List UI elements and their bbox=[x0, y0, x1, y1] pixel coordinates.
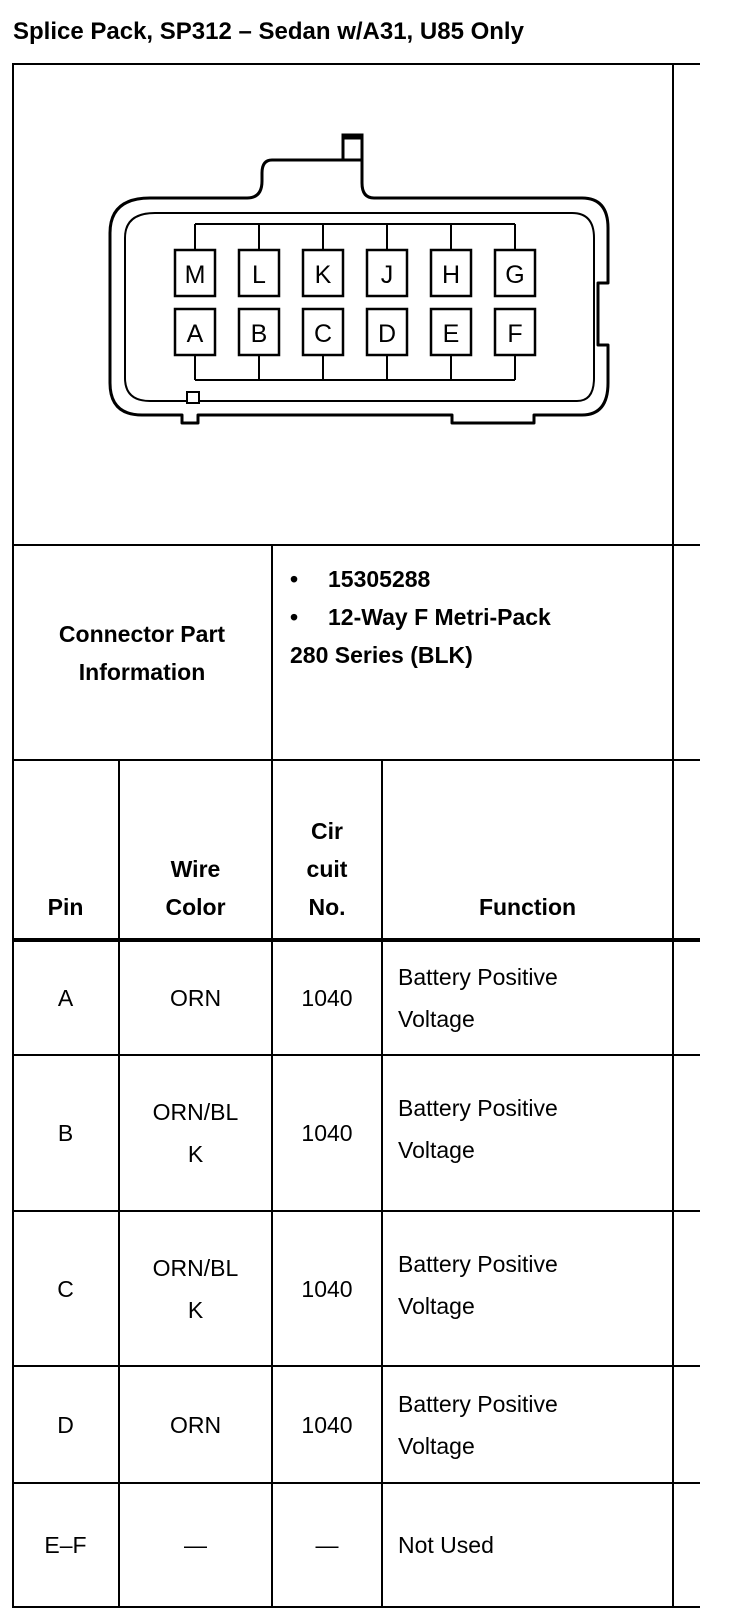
pin-H: H bbox=[429, 224, 473, 298]
pin-M: M bbox=[173, 224, 217, 298]
wire-color-cell: ORN/BLK bbox=[152, 1254, 239, 1323]
page-title: Splice Pack, SP312 – Sedan w/A31, U85 On… bbox=[13, 18, 524, 45]
pin-cell: B bbox=[57, 1120, 74, 1146]
header-circuit: Cir cuit No. bbox=[272, 760, 382, 940]
function-cell: Battery Positive Voltage bbox=[398, 963, 558, 1032]
table-row-wire-color: ORN/BLK bbox=[119, 1055, 272, 1211]
table-row-circuit: 1040 bbox=[272, 1366, 382, 1483]
bullet: • bbox=[290, 604, 299, 630]
connector-info-label: Connector Part Information bbox=[12, 545, 272, 760]
part-number: 15305288 bbox=[328, 566, 431, 592]
table-row-wire-color: ORN bbox=[119, 1366, 272, 1483]
table-row-function: Not Used bbox=[382, 1483, 673, 1607]
table-row-function: Battery Positive Voltage bbox=[382, 1211, 673, 1366]
wire-color-cell: ORN/BLK bbox=[152, 1099, 239, 1167]
table-row-circuit: 1040 bbox=[272, 940, 382, 1055]
connector-info-value: • 15305288 • 12-Way F Metri-Pack 280 Serie… bbox=[290, 560, 690, 674]
pin-F: F bbox=[493, 307, 537, 380]
pin-C: C bbox=[301, 307, 345, 380]
pin-label: K bbox=[315, 261, 332, 289]
connector-series: 280 Series (BLK) bbox=[290, 642, 473, 668]
pin-label: H bbox=[442, 261, 460, 289]
connector-info-label-text: Connector Part Information bbox=[58, 620, 226, 685]
connector-face-drawing bbox=[108, 133, 610, 425]
header-wire-color-text: Wire Color bbox=[165, 856, 226, 920]
table-row-wire-color: ORN bbox=[119, 940, 272, 1055]
wire-color-cell: ORN bbox=[169, 1411, 222, 1438]
pin-K: K bbox=[301, 224, 345, 298]
table-row-wire-color: ORN/BLK bbox=[119, 1211, 272, 1366]
header-pin-text: Pin bbox=[47, 894, 84, 920]
wire-color-cell: ORN bbox=[169, 984, 222, 1011]
connector-diagram: M L K J H bbox=[12, 63, 700, 545]
pin-label: G bbox=[505, 261, 524, 289]
pin-label: F bbox=[507, 320, 522, 348]
pin-label: D bbox=[378, 320, 396, 348]
function-cell: Not Used bbox=[398, 1532, 494, 1558]
circuit-cell: 1040 bbox=[301, 1275, 353, 1302]
table-row-function: Battery Positive Voltage bbox=[382, 940, 673, 1055]
pin-J: J bbox=[365, 224, 409, 298]
header-function: Function bbox=[382, 760, 673, 940]
function-cell: Battery Positive Voltage bbox=[398, 1251, 558, 1319]
function-cell: Battery Positive Voltage bbox=[398, 1390, 558, 1459]
pin-B: B bbox=[237, 307, 281, 380]
pin-label: E bbox=[443, 320, 460, 348]
table-row-pin: E–F bbox=[12, 1483, 119, 1607]
pin-cell: C bbox=[57, 1275, 74, 1302]
bullet: • bbox=[290, 566, 299, 592]
pin-L: L bbox=[237, 224, 281, 298]
pin-label: C bbox=[314, 320, 332, 348]
header-pin: Pin bbox=[12, 760, 119, 940]
header-wire-color: Wire Color bbox=[119, 760, 272, 940]
header-function-text: Function bbox=[478, 894, 577, 920]
pin-cell: E–F bbox=[44, 1532, 87, 1558]
pin-cell: D bbox=[57, 1411, 74, 1438]
pin-row-top: M L K J H bbox=[173, 224, 537, 298]
pin-label: B bbox=[251, 320, 268, 348]
table-row-circuit: 1040 bbox=[272, 1055, 382, 1211]
table-row-wire-color: — bbox=[119, 1483, 272, 1607]
circuit-cell: — bbox=[315, 1532, 339, 1558]
pin-G: G bbox=[493, 224, 537, 298]
connector-type: 12-Way F Metri-Pack bbox=[328, 604, 551, 630]
pin-label: J bbox=[381, 261, 394, 289]
pin-row-bottom: A B C D E bbox=[173, 307, 537, 380]
wire-color-cell: — bbox=[184, 1532, 207, 1558]
circuit-cell: 1040 bbox=[301, 1120, 353, 1146]
pin-cell: A bbox=[57, 984, 74, 1011]
circuit-cell: 1040 bbox=[301, 984, 353, 1011]
table-row-function: Battery Positive Voltage bbox=[382, 1366, 673, 1483]
part-number-item: • 15305288 bbox=[290, 560, 690, 598]
pin-label: A bbox=[187, 320, 204, 348]
pin-D: D bbox=[365, 307, 409, 380]
pin-A: A bbox=[173, 307, 217, 380]
function-cell: Battery Positive Voltage bbox=[398, 1095, 558, 1163]
table-row-pin: D bbox=[12, 1366, 119, 1483]
pin-label: M bbox=[185, 261, 206, 289]
pin-label: L bbox=[252, 261, 266, 289]
table-row-pin: C bbox=[12, 1211, 119, 1366]
table-row-circuit: — bbox=[272, 1483, 382, 1607]
circuit-cell: 1040 bbox=[301, 1411, 353, 1438]
connector-type-item: • 12-Way F Metri-Pack bbox=[290, 598, 690, 636]
connector-table: M L K J H bbox=[12, 63, 700, 1608]
pin-E: E bbox=[429, 307, 473, 380]
table-row-pin: A bbox=[12, 940, 119, 1055]
table-row-function: Battery Positive Voltage bbox=[382, 1055, 673, 1211]
header-circuit-text: Cir cuit No. bbox=[306, 818, 348, 920]
table-row-pin: B bbox=[12, 1055, 119, 1211]
table-grid bbox=[12, 63, 700, 1608]
table-row-circuit: 1040 bbox=[272, 1211, 382, 1366]
